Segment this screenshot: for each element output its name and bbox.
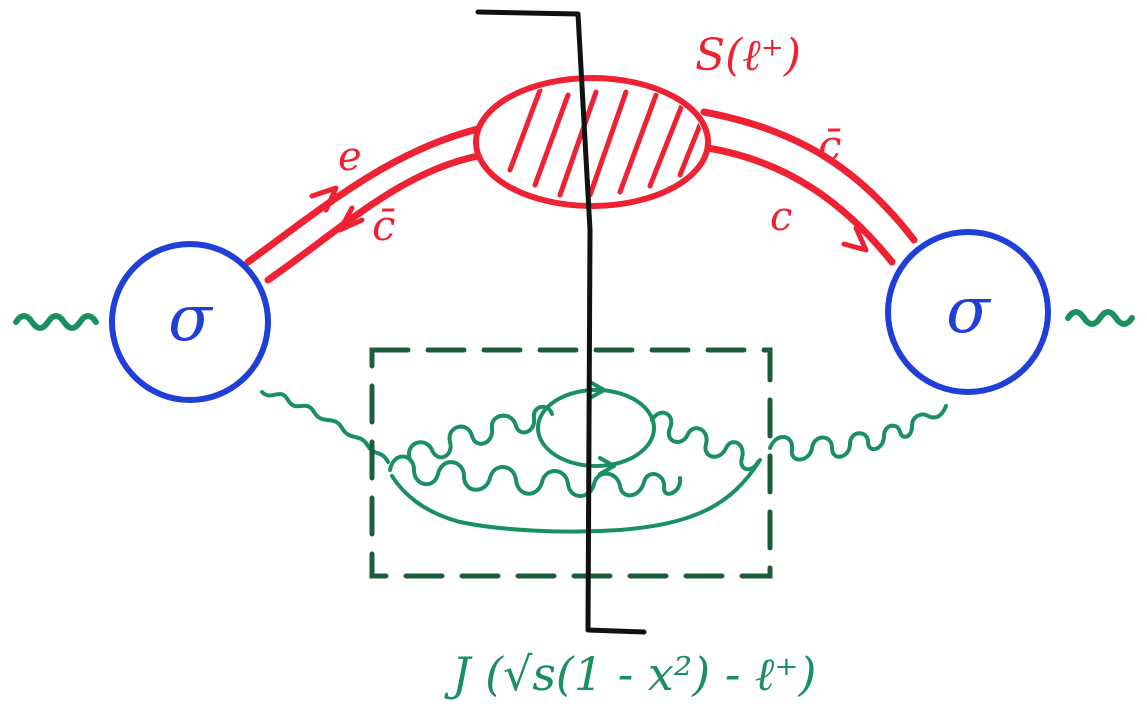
right-upper-soft-line — [700, 108, 918, 244]
jet-function-dashed-box — [369, 347, 773, 579]
right-lower-arrow-icon — [841, 225, 869, 253]
left-lower-soft-line — [264, 152, 482, 284]
jet-function-label: J (√s(1 - x²) - ℓ⁺) — [444, 647, 816, 701]
left-upper-line-label: e — [338, 134, 362, 180]
quark-loop-upper-arrow-icon — [588, 380, 606, 400]
right-vertex: σ — [885, 229, 1051, 395]
jet-upper-loop-right-gluon — [650, 410, 760, 472]
right-photon-icon — [1065, 309, 1135, 327]
right-lower-soft-line — [704, 144, 896, 266]
jet-function-group — [260, 380, 948, 534]
left-lower-line-label: c̄ — [372, 201, 396, 250]
right-upper-line-label: c̄ — [818, 121, 842, 170]
left-vertex-label: σ — [168, 282, 214, 356]
right-incoming-gluon — [768, 404, 948, 462]
soft-blob-hatching — [507, 87, 704, 198]
left-upper-soft-line — [244, 124, 486, 266]
quark-loop-lower-arrow-icon — [598, 456, 616, 476]
soft-function-label: S(ℓ⁺) — [695, 30, 801, 81]
left-outgoing-gluon — [260, 390, 390, 464]
right-lower-line-label: c — [770, 194, 792, 240]
quark-loop — [536, 388, 656, 468]
left-upper-arrow-icon — [309, 185, 339, 213]
jet-lower-loop-bottom — [390, 458, 762, 534]
jet-upper-loop-gluon — [407, 404, 554, 462]
left-lower-arrow-icon — [337, 205, 365, 233]
left-photon-icon — [13, 313, 99, 331]
cut-line — [475, 9, 647, 635]
right-vertex-label: σ — [946, 274, 992, 348]
left-vertex: σ — [109, 241, 271, 403]
jet-lower-loop-gluon — [388, 454, 683, 498]
soft-function-group: S(ℓ⁺) e c̄ c̄ c — [244, 30, 918, 284]
